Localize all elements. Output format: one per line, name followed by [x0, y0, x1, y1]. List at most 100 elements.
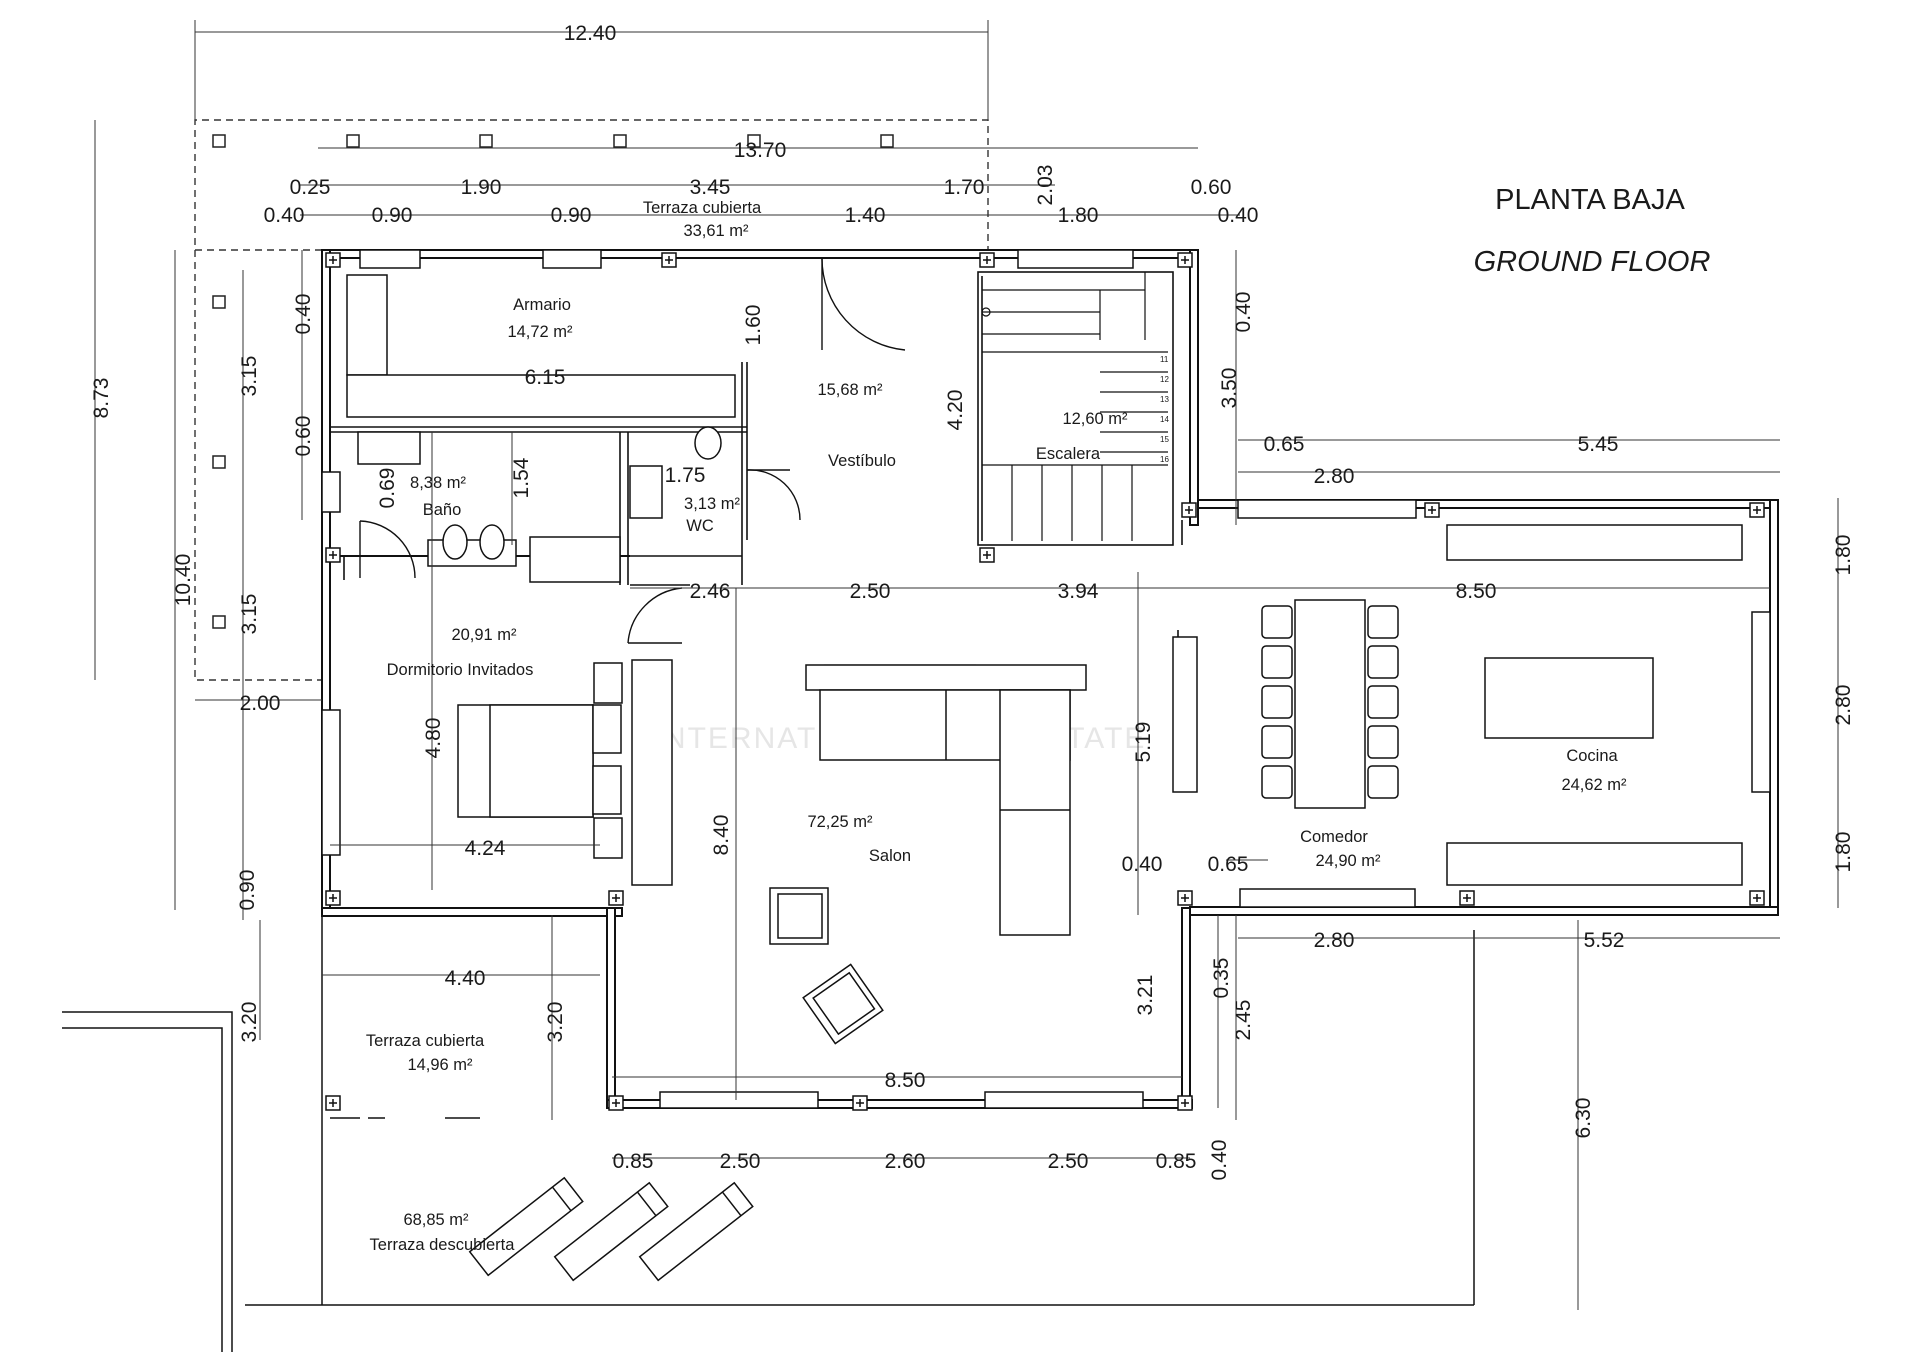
- stair-step-number: 14: [1160, 415, 1169, 424]
- dim-8-40: 8.40: [710, 815, 733, 856]
- dim-2-46: 2.46: [690, 580, 731, 603]
- room-area-wc: 3,13 m²: [684, 495, 740, 513]
- room-area-armario: 14,72 m²: [507, 323, 573, 341]
- room-area-terraza-cubierta: 14,96 m²: [407, 1056, 473, 1074]
- terrace-columns: [212, 134, 894, 629]
- dim-0-40: 0.40: [1208, 1140, 1231, 1181]
- dim-3-15: 3.15: [238, 594, 261, 635]
- stair-step-number: 11: [1160, 355, 1169, 364]
- dim-1-80: 1.80: [1832, 535, 1855, 576]
- room-area-terraza-cubierta: 33,61 m²: [683, 222, 749, 240]
- dim-0-65: 0.65: [1208, 853, 1249, 876]
- dim-4-24: 4.24: [465, 837, 506, 860]
- dim-2-45: 2.45: [1232, 1000, 1255, 1041]
- dim-0-65: 0.65: [1264, 433, 1305, 456]
- dim-4-20: 4.20: [944, 390, 967, 431]
- plan-title: PLANTA BAJA: [1495, 184, 1685, 216]
- room-area-cocina: 24,62 m²: [1561, 776, 1627, 794]
- stair-step-number: 12: [1160, 375, 1169, 384]
- interior-walls: [330, 271, 1183, 790]
- dim-1-90: 1.90: [461, 176, 502, 199]
- room-name-salon: Salon: [869, 847, 911, 865]
- dim-10-40: 10.40: [172, 554, 195, 607]
- dim-0-25: 0.25: [290, 176, 331, 199]
- dim-2-80: 2.80: [1832, 685, 1855, 726]
- room-name-terraza-descubierta: Terraza descubierta: [370, 1236, 516, 1254]
- dim-6-30: 6.30: [1572, 1098, 1595, 1139]
- dim-0-40: 0.40: [264, 204, 305, 227]
- dim-1-70: 1.70: [944, 176, 985, 199]
- dim-2-60: 2.60: [885, 1150, 926, 1173]
- room-name-escalera: Escalera: [1036, 445, 1101, 463]
- dim-0-90: 0.90: [236, 870, 259, 911]
- dim-4-40: 4.40: [445, 967, 486, 990]
- room-name-bano: Baño: [423, 501, 462, 519]
- dim-3-50: 3.50: [1218, 368, 1241, 409]
- dim-3-21: 3.21: [1134, 975, 1157, 1016]
- dim-5-52: 5.52: [1584, 929, 1625, 952]
- dim-1-80: 1.80: [1058, 204, 1099, 227]
- dim-8-50: 8.50: [1456, 580, 1497, 603]
- room-name-dormitorio: Dormitorio Invitados: [387, 661, 534, 679]
- dim-2-50: 2.50: [720, 1150, 761, 1173]
- stair-step-number: 16: [1160, 455, 1169, 464]
- stair-numbers: 11 12 13 14 15 16: [1160, 355, 1169, 464]
- dim-1-40: 1.40: [845, 204, 886, 227]
- room-name-vestibulo: Vestíbulo: [828, 452, 896, 470]
- dim-0-35: 0.35: [1210, 958, 1233, 999]
- room-name-wc: WC: [686, 517, 714, 535]
- room-area-escalera: 12,60 m²: [1062, 410, 1128, 428]
- room-area-comedor: 24,90 m²: [1315, 852, 1381, 870]
- dim-0-40: 0.40: [1232, 292, 1255, 333]
- dim-0-85: 0.85: [613, 1150, 654, 1173]
- dim-1-80: 1.80: [1832, 832, 1855, 873]
- furniture: [346, 274, 1743, 1282]
- dim-0-90: 0.90: [551, 204, 592, 227]
- room-labels: Armario 14,72 m² 15,68 m² Vestíbulo 12,6…: [366, 199, 1627, 1254]
- dim-2-03: 2.03: [1034, 165, 1057, 206]
- dim-0-40: 0.40: [1122, 853, 1163, 876]
- room-name-terraza-cubierta: Terraza cubierta: [366, 1032, 485, 1050]
- room-area-terraza-descubierta: 68,85 m²: [403, 1211, 469, 1229]
- site-boundary: [62, 916, 1475, 1352]
- dim-3-94: 3.94: [1058, 580, 1099, 603]
- dimension-lines: [94, 20, 1839, 1310]
- plan-subtitle: GROUND FLOOR: [1473, 246, 1711, 278]
- stair-step-number: 15: [1160, 435, 1169, 444]
- dim-0-60: 0.60: [292, 416, 315, 457]
- dim-5-19: 5.19: [1132, 722, 1155, 763]
- dim-2-50: 2.50: [850, 580, 891, 603]
- exterior-walls: [321, 249, 1779, 1109]
- dim-3-15: 3.15: [238, 356, 261, 397]
- room-area-dormitorio: 20,91 m²: [451, 626, 517, 644]
- dim-5-45: 5.45: [1578, 433, 1619, 456]
- dim-0-40: 0.40: [1218, 204, 1259, 227]
- dim-1-60: 1.60: [742, 305, 765, 346]
- dim-2-80: 2.80: [1314, 465, 1355, 488]
- dim-0-60: 0.60: [1191, 176, 1232, 199]
- dim-3-20: 3.20: [544, 1002, 567, 1043]
- room-name-terraza-cubierta: Terraza cubierta: [643, 199, 762, 217]
- room-name-comedor: Comedor: [1300, 828, 1368, 846]
- room-area-vestibulo: 15,68 m²: [817, 381, 883, 399]
- doors: [359, 257, 906, 644]
- dim-0-85: 0.85: [1156, 1150, 1197, 1173]
- dim-2-80: 2.80: [1314, 929, 1355, 952]
- stair-step-number: 13: [1160, 395, 1169, 404]
- dim-6-15: 6.15: [525, 366, 566, 389]
- dim-2-00: 2.00: [240, 692, 281, 715]
- dim-8-50: 8.50: [885, 1069, 926, 1092]
- staircase: [981, 272, 1168, 541]
- dim-3-45: 3.45: [690, 176, 731, 199]
- room-name-cocina: Cocina: [1566, 747, 1618, 765]
- dim-1-54: 1.54: [510, 457, 533, 498]
- dim-1-75: 1.75: [665, 464, 706, 487]
- dim-0-90: 0.90: [372, 204, 413, 227]
- room-area-salon: 72,25 m²: [807, 813, 873, 831]
- dim-0-69: 0.69: [376, 468, 399, 509]
- dim-2-50: 2.50: [1048, 1150, 1089, 1173]
- dim-0-40: 0.40: [292, 294, 315, 335]
- room-name-armario: Armario: [513, 296, 571, 314]
- structural-columns: [325, 252, 1765, 1111]
- dim-12-40: 12.40: [564, 22, 617, 45]
